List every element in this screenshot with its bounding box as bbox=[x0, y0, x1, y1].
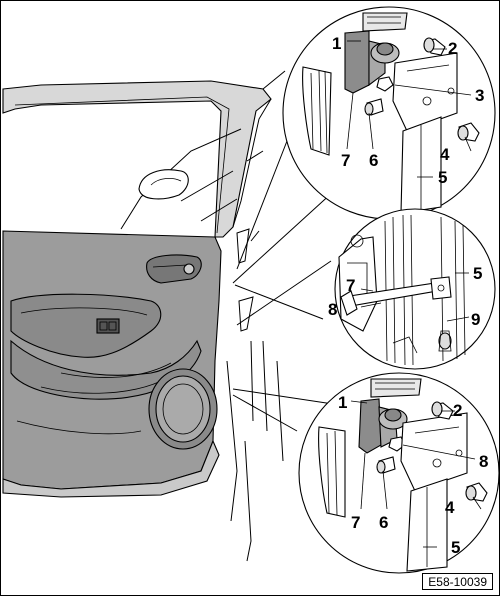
callouts-bottom: 1 2 8 4 5 6 7 bbox=[338, 393, 488, 557]
detail-circle-bottom bbox=[298, 372, 499, 574]
callout-middle-7: 7 bbox=[346, 276, 355, 295]
callout-top-3: 3 bbox=[475, 86, 484, 105]
callout-middle-9: 9 bbox=[471, 310, 480, 329]
callout-top-1: 1 bbox=[332, 34, 341, 53]
door-trim-panel bbox=[2, 230, 222, 498]
callouts-top: 1 2 3 4 5 6 7 bbox=[332, 34, 484, 187]
callout-top-5: 5 bbox=[438, 168, 447, 187]
callout-bottom-4: 4 bbox=[445, 498, 455, 517]
callout-middle-8: 8 bbox=[328, 300, 337, 319]
callout-bottom-1: 1 bbox=[338, 393, 347, 412]
figure-id-label: E58-10039 bbox=[422, 573, 493, 590]
detail-circle-middle bbox=[334, 208, 496, 370]
callout-top-2: 2 bbox=[448, 39, 457, 58]
callouts-middle: 7 8 5 9 bbox=[328, 264, 482, 329]
detail-circle-top bbox=[282, 6, 496, 220]
callout-top-4: 4 bbox=[440, 145, 450, 164]
callout-top-6: 6 bbox=[369, 151, 378, 170]
callout-bottom-7: 7 bbox=[351, 513, 360, 532]
callout-bottom-5: 5 bbox=[451, 538, 460, 557]
callout-bottom-2: 2 bbox=[453, 401, 462, 420]
callout-bottom-8: 8 bbox=[479, 452, 488, 471]
callout-bottom-6: 6 bbox=[379, 513, 388, 532]
vehicle-body bbox=[2, 70, 286, 562]
callout-top-7: 7 bbox=[341, 151, 350, 170]
callout-middle-5: 5 bbox=[473, 264, 482, 283]
